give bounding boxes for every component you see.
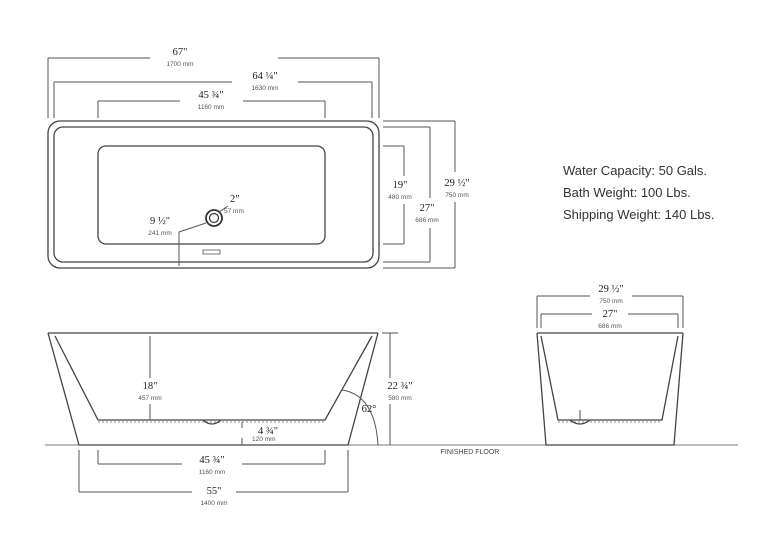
spec-bath-weight: Bath Weight: 100 Lbs. xyxy=(563,182,715,204)
drain-offset-mm: 241 mm xyxy=(148,230,171,237)
rim-length-mm: 1630 mm xyxy=(251,85,278,92)
overall-height-in: 22 ¾" xyxy=(387,381,412,392)
spec-value: 140 Lbs. xyxy=(664,207,715,222)
overall-length-in: 67" xyxy=(173,47,188,58)
end-rim-width-in: 27" xyxy=(603,309,618,320)
side-outer-shell xyxy=(47,332,379,446)
base-height-in: 4 ¾" xyxy=(258,426,278,437)
end-overall-width-in: 29 ½" xyxy=(598,284,623,295)
drain-diameter-in: 2" xyxy=(230,194,240,205)
spec-water-capacity: Water Capacity: 50 Gals. xyxy=(563,160,715,182)
drain-inner xyxy=(208,212,220,224)
overall-width-mm: 750 mm xyxy=(445,192,468,199)
tub-outer-rim xyxy=(47,120,380,269)
finished-floor-label: FINISHED FLOOR xyxy=(441,449,500,456)
spec-label: Bath Weight: xyxy=(563,185,638,200)
basin-width-mm: 480 mm xyxy=(388,194,411,201)
wall-angle: 62° xyxy=(362,404,377,415)
rim-width-mm: 686 mm xyxy=(415,217,438,224)
side-inner-wall xyxy=(54,335,373,421)
spec-value: 50 Gals. xyxy=(658,163,708,178)
basin-length-mm: 1160 mm xyxy=(198,104,225,111)
overall-length-mm: 1700 mm xyxy=(166,61,193,68)
base-length-in: 55" xyxy=(207,486,222,497)
rim-width-in: 27" xyxy=(420,203,435,214)
end-rim-width-mm: 686 mm xyxy=(598,323,621,330)
drain-diameter-mm: 57 mm xyxy=(224,208,244,215)
top-view: 67" 1700 mm 64 ¼" 1630 mm 45 ¾" 1160 mm … xyxy=(47,47,470,269)
tub-basin xyxy=(97,145,326,245)
end-overall-width-mm: 750 mm xyxy=(599,298,622,305)
spec-shipping-weight: Shipping Weight: 140 Lbs. xyxy=(563,204,715,226)
bottom-length-mm: 1160 mm xyxy=(199,469,226,476)
spec-value: 100 Lbs. xyxy=(640,185,691,200)
spec-label: Water Capacity: xyxy=(563,163,655,178)
base-height-mm: 120 mm xyxy=(252,436,275,443)
base-length-mm: 1400 mm xyxy=(200,500,227,507)
interior-depth-mm: 457 mm xyxy=(138,395,161,402)
rim-length-in: 64 ¼" xyxy=(252,71,277,82)
tub-inner-rim xyxy=(53,126,374,263)
interior-depth-in: 18" xyxy=(143,381,158,392)
bottom-length-in: 45 ¾" xyxy=(199,455,224,466)
end-outer-shell xyxy=(536,332,684,446)
end-view: 29 ½" 750 mm 27" 686 mm xyxy=(536,284,684,446)
overall-width-in: 29 ½" xyxy=(444,178,469,189)
basin-width-in: 19" xyxy=(393,180,408,191)
overflow-slot xyxy=(202,249,221,255)
overall-height-mm: 580 mm xyxy=(388,395,411,402)
basin-length-in: 45 ¾" xyxy=(198,90,223,101)
spec-label: Shipping Weight: xyxy=(563,207,662,222)
spec-list: Water Capacity: 50 Gals. Bath Weight: 10… xyxy=(563,160,715,226)
end-inner-wall xyxy=(540,335,679,421)
drain-offset-in: 9 ½" xyxy=(150,216,170,227)
